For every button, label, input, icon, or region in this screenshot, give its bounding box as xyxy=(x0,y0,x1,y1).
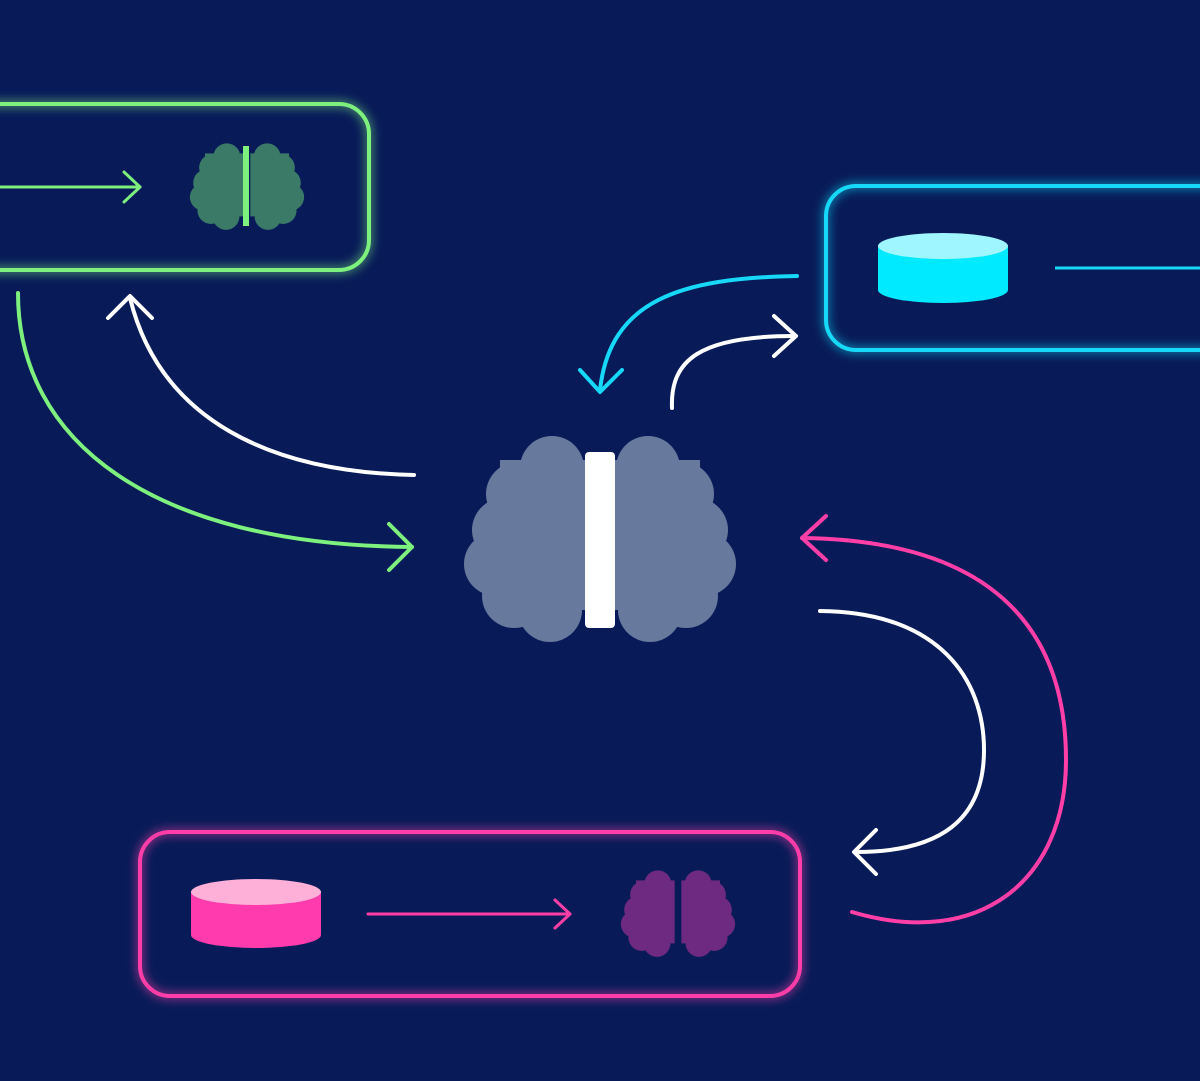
green-brain-divider xyxy=(243,146,249,226)
green-box-arrow xyxy=(0,170,142,204)
center-brain-divider xyxy=(585,452,615,628)
cyan-box xyxy=(824,184,1200,352)
arrow-center-to-green xyxy=(106,294,416,477)
arrow-center-to-pink xyxy=(818,609,986,876)
arrow-center-to-cyan xyxy=(669,314,798,410)
purple-brain-divider xyxy=(675,864,681,964)
green-box-frame xyxy=(0,102,371,272)
green-box xyxy=(0,102,371,272)
pink-box xyxy=(138,830,802,998)
pink-box-frame xyxy=(138,830,802,998)
arrow-cyan-to-center xyxy=(578,274,799,394)
arrow-green-to-center xyxy=(16,291,414,572)
pink-database-icon xyxy=(191,879,321,948)
pink-box-arrow xyxy=(366,898,572,930)
cyan-database-icon xyxy=(878,233,1008,303)
arrow-pink-to-center xyxy=(800,514,1068,925)
cyan-box-frame xyxy=(824,184,1200,352)
